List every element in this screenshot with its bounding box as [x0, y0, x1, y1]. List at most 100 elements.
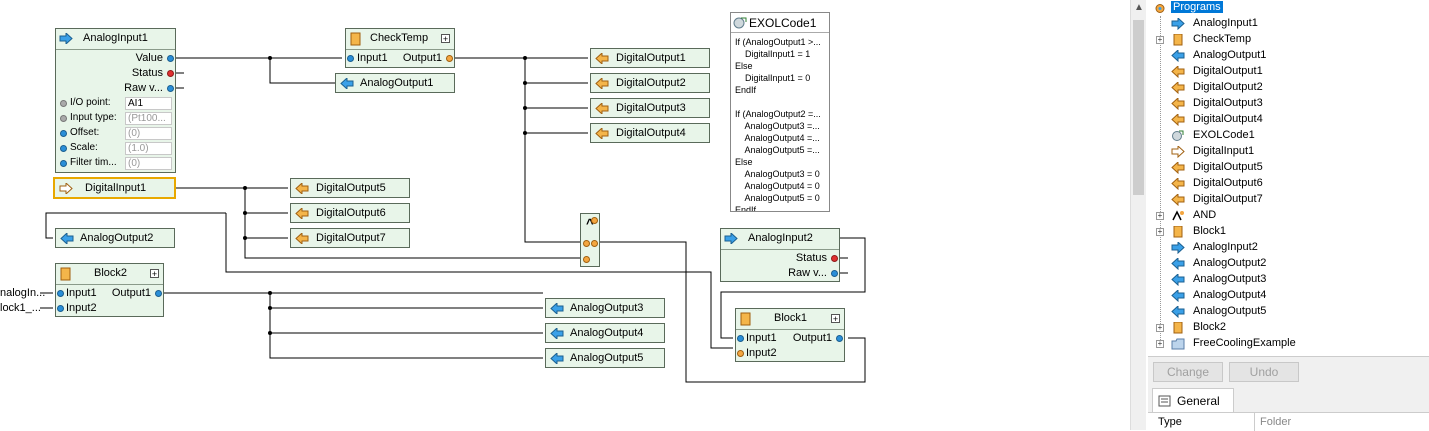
undo-button[interactable]: Undo — [1229, 362, 1299, 382]
code-line: AnalogOutput5 = 0 — [735, 193, 820, 203]
input1-port[interactable] — [57, 290, 64, 297]
block-icon — [1173, 34, 1183, 46]
block-header: Block2 + — [56, 264, 163, 285]
analog-output1-block[interactable]: AnalogOutput1 — [335, 73, 455, 93]
tab-general[interactable]: General — [1152, 388, 1234, 412]
digital-input1-block[interactable]: DigitalInput1 — [53, 177, 176, 199]
expand-icon[interactable]: + — [831, 314, 840, 324]
analog-output3-block[interactable]: AnalogOutput3 — [545, 298, 665, 318]
and-input2-port[interactable] — [583, 256, 590, 263]
scale-label: Scale: — [70, 142, 98, 153]
block2-ext-input1-label: nalogIn... — [0, 287, 46, 299]
digital-output2-block[interactable]: DigitalOutput2 — [590, 73, 710, 93]
tree-item[interactable]: DigitalOutput7 — [1148, 192, 1429, 208]
digital-output3-block[interactable]: DigitalOutput3 — [590, 98, 710, 118]
and-output-port[interactable] — [591, 240, 598, 247]
input1-label: Input1 — [357, 52, 388, 64]
property-divider — [1254, 413, 1255, 431]
tree-item[interactable]: DigitalOutput4 — [1148, 112, 1429, 128]
tree-item[interactable]: +Block2 — [1148, 320, 1429, 336]
block-title: AnalogOutput3 — [570, 302, 644, 314]
analog-input1-block[interactable]: AnalogInput1 Value Status Raw v... I/O p… — [55, 28, 176, 173]
input2-port[interactable] — [57, 305, 64, 312]
property-key: Type — [1158, 416, 1182, 428]
exol-code-block[interactable]: EXOLCode1 If (AnalogOutput1 >... Digital… — [730, 12, 830, 212]
expand-icon[interactable]: + — [150, 269, 159, 279]
analog-output4-block[interactable]: AnalogOutput4 — [545, 323, 665, 343]
input2-port[interactable] — [737, 350, 744, 357]
and-gate-block[interactable]: ^ — [580, 213, 600, 267]
diagram-canvas[interactable]: AnalogInput1 Value Status Raw v... I/O p… — [0, 0, 1130, 430]
tree-item[interactable]: + AND — [1148, 208, 1429, 224]
filter-field[interactable]: (0) — [125, 157, 172, 170]
input1-port[interactable] — [347, 55, 354, 62]
expand-toggle-icon[interactable]: + — [1156, 323, 1164, 332]
tree-item[interactable]: EXOLCode1 — [1148, 128, 1429, 144]
tree-item[interactable]: DigitalOutput5 — [1148, 160, 1429, 176]
output1-port[interactable] — [155, 290, 162, 297]
tree-item[interactable]: AnalogOutput3 — [1148, 272, 1429, 288]
and-icon — [1172, 210, 1184, 221]
scrollbar-thumb[interactable] — [1133, 20, 1144, 195]
expand-toggle-icon[interactable]: + — [1156, 211, 1164, 220]
analog-output5-block[interactable]: AnalogOutput5 — [545, 348, 665, 368]
status-output-label: Status — [131, 67, 163, 79]
digital-output-icon — [295, 208, 309, 219]
output1-port[interactable] — [446, 55, 453, 62]
status-output-port[interactable] — [831, 255, 838, 262]
change-button[interactable]: Change — [1153, 362, 1223, 382]
code-line: Else — [735, 61, 753, 71]
tree-item[interactable]: AnalogOutput5 — [1148, 304, 1429, 320]
raw-output-port[interactable] — [167, 85, 174, 92]
expand-icon[interactable]: + — [441, 34, 450, 44]
tree-item[interactable]: DigitalOutput3 — [1148, 96, 1429, 112]
offset-field[interactable]: (0) — [125, 127, 172, 140]
tree-item[interactable]: DigitalInput1 — [1148, 144, 1429, 160]
expand-toggle-icon[interactable]: + — [1156, 227, 1164, 236]
tree-item[interactable]: DigitalOutput6 — [1148, 176, 1429, 192]
tree-root[interactable]: Programs — [1148, 0, 1429, 16]
digital-output7-block[interactable]: DigitalOutput7 — [290, 228, 410, 248]
block-title: AnalogInput1 — [83, 32, 148, 44]
tree-item[interactable]: AnalogOutput2 — [1148, 256, 1429, 272]
io-point-field[interactable]: AI1 — [125, 97, 172, 110]
tree-item-label: AND — [1193, 209, 1217, 221]
scroll-up-arrow-icon[interactable]: ▲ — [1134, 2, 1144, 13]
canvas-vertical-scrollbar[interactable]: ▲ — [1130, 0, 1146, 430]
digital-output1-block[interactable]: DigitalOutput1 — [590, 48, 710, 68]
value-output-port[interactable] — [167, 55, 174, 62]
tree-item[interactable]: +CheckTemp — [1148, 32, 1429, 48]
digital-output-icon — [1171, 194, 1185, 206]
input1-port[interactable] — [737, 335, 744, 342]
digital-output5-block[interactable]: DigitalOutput5 — [290, 178, 410, 198]
analog-input2-block[interactable]: AnalogInput2 Status Raw v... — [720, 228, 840, 282]
raw-output-port[interactable] — [831, 270, 838, 277]
tree-item[interactable]: AnalogInput2 — [1148, 240, 1429, 256]
tree-item[interactable]: +Block1 — [1148, 224, 1429, 240]
property-row[interactable]: Type Folder — [1148, 412, 1429, 431]
digital-output4-block[interactable]: DigitalOutput4 — [590, 123, 710, 143]
status-output-port[interactable] — [167, 70, 174, 77]
tree-item[interactable]: AnalogOutput1 — [1148, 48, 1429, 64]
digital-output6-block[interactable]: DigitalOutput6 — [290, 203, 410, 223]
expand-toggle-icon[interactable]: + — [1156, 339, 1164, 348]
tree-item[interactable]: DigitalOutput1 — [1148, 64, 1429, 80]
tree-item[interactable]: AnalogOutput4 — [1148, 288, 1429, 304]
wire-layer — [40, 56, 866, 383]
input-type-field[interactable]: (Pt100... — [125, 112, 172, 125]
expand-toggle-icon[interactable]: + — [1156, 35, 1164, 44]
block2-block[interactable]: Block2 + Input1 Input2 Output1 — [55, 263, 164, 317]
scale-field[interactable]: (1.0) — [125, 142, 172, 155]
tree-item[interactable]: DigitalOutput2 — [1148, 80, 1429, 96]
analog-output2-block[interactable]: AnalogOutput2 — [55, 228, 175, 248]
and-top-port[interactable] — [591, 217, 598, 224]
tree-item[interactable]: AnalogInput1 — [1148, 16, 1429, 32]
and-input-port[interactable] — [583, 240, 590, 247]
digital-input-icon — [59, 183, 73, 194]
output1-port[interactable] — [836, 335, 843, 342]
tree-item[interactable]: +FreeCoolingExample — [1148, 336, 1429, 352]
check-temp-block[interactable]: CheckTemp + Input1 Output1 — [345, 28, 455, 68]
block1-block[interactable]: Block1 + Input1 Input2 Output1 — [735, 308, 845, 362]
